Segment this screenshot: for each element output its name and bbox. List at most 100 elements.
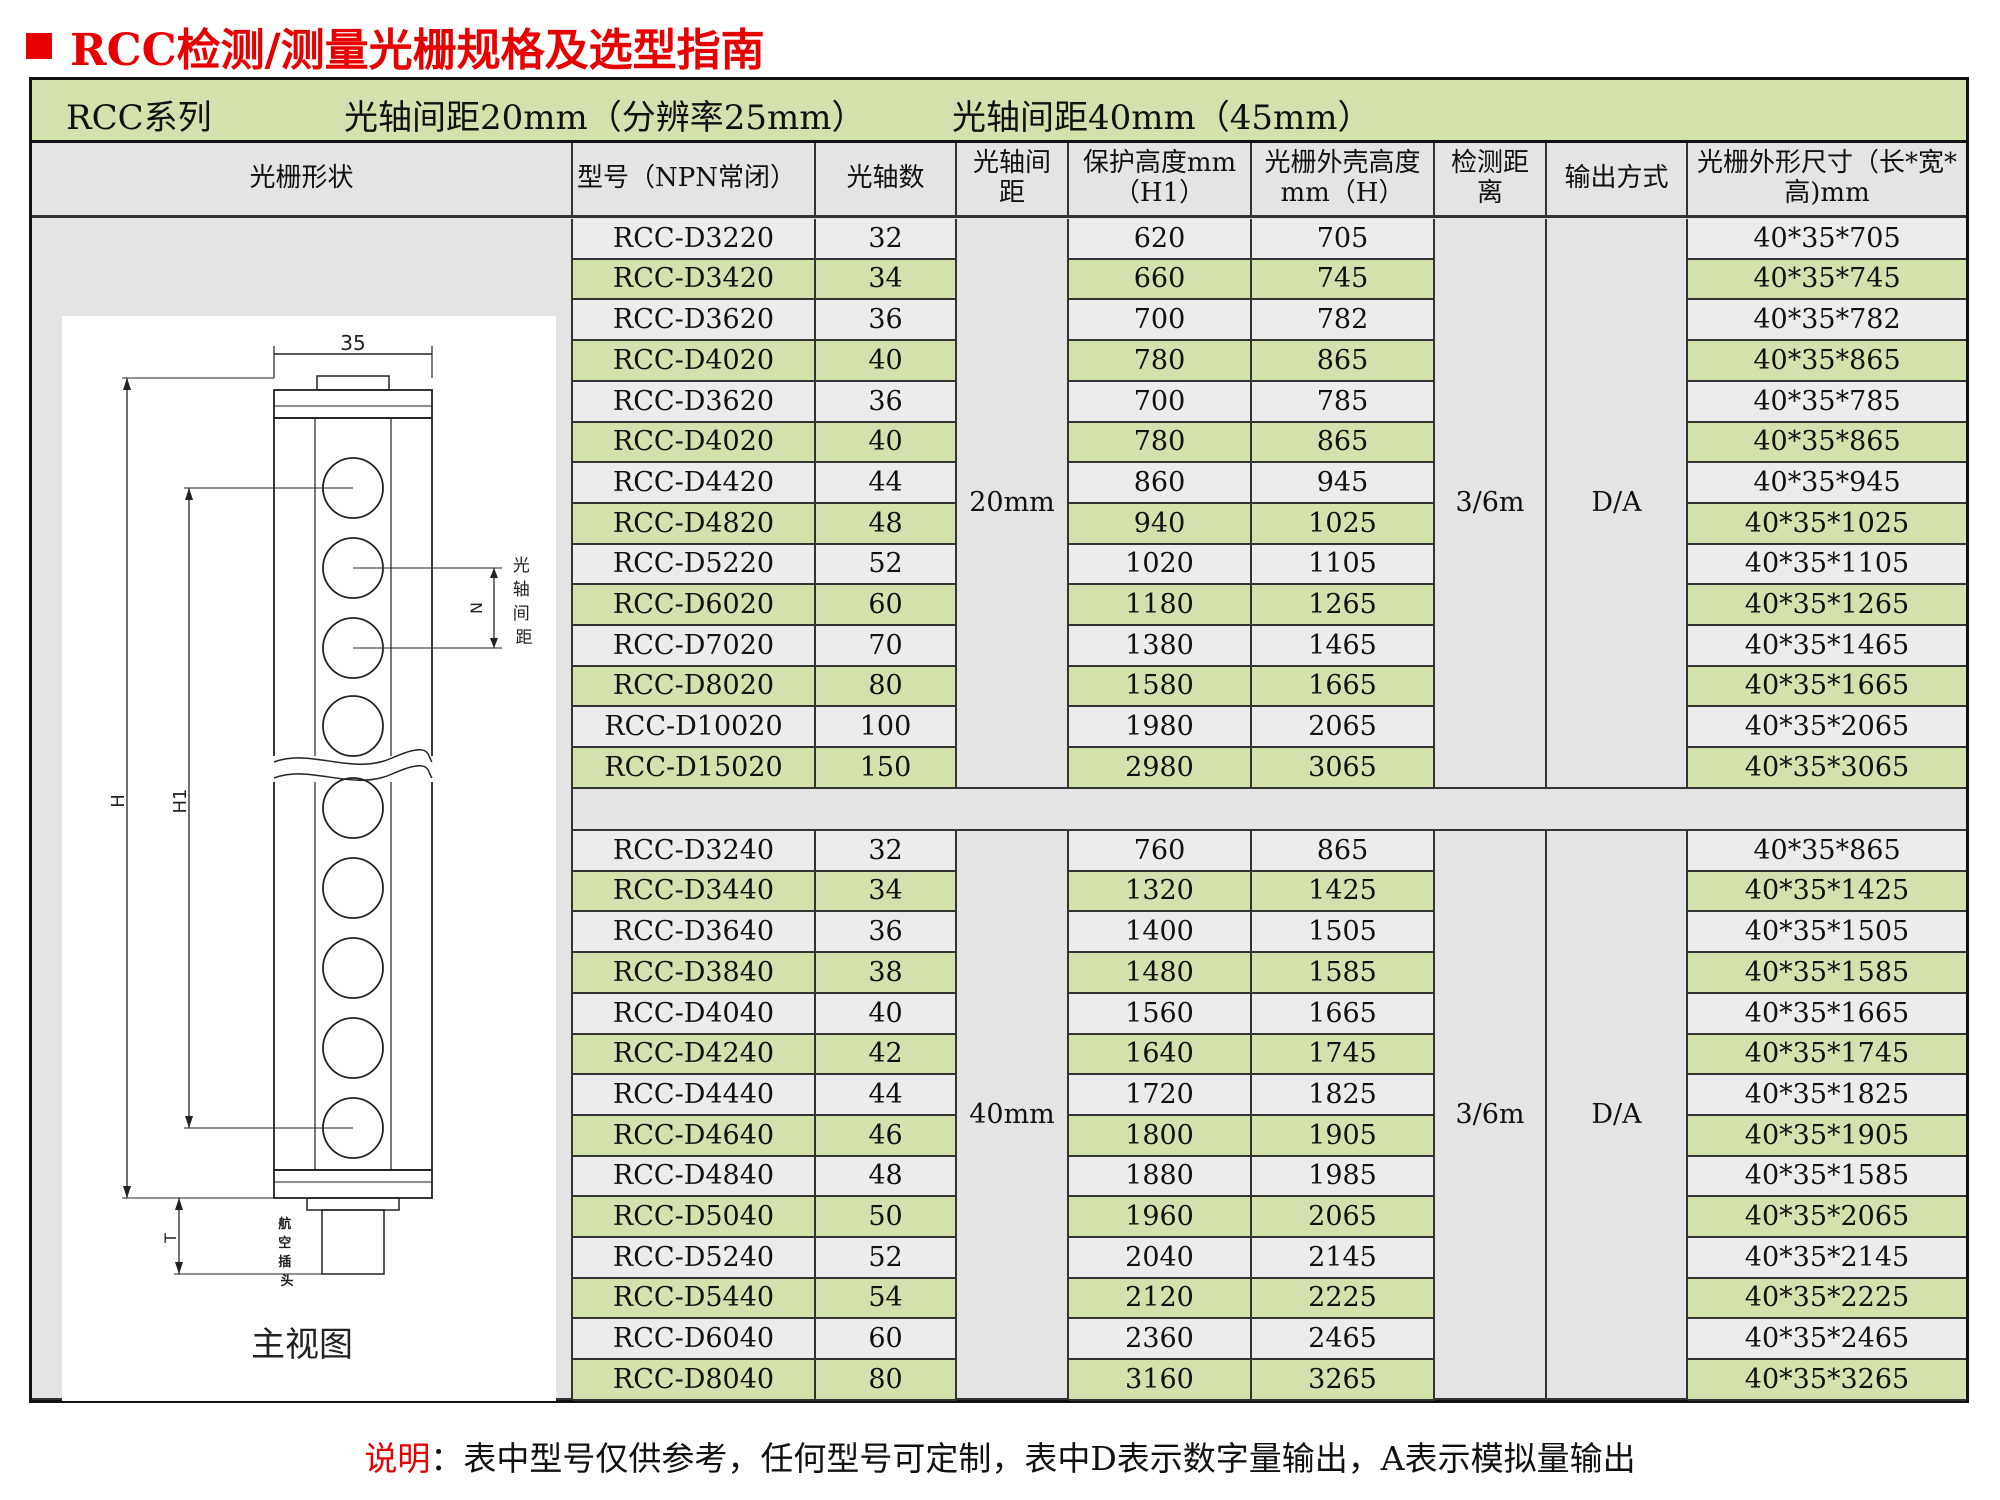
table-cell-dim: 40*35*2225: [1688, 1279, 1966, 1319]
table-cell-model: RCC-D7020: [573, 626, 816, 667]
table-cell-axes: 40: [816, 994, 957, 1035]
table-cell-dim: 40*35*2465: [1688, 1319, 1966, 1360]
table-cell-dim: 40*35*2065: [1688, 1197, 1966, 1238]
table-cell-h1: 1020: [1069, 545, 1252, 585]
table-cell-h: 1105: [1252, 545, 1435, 585]
table-cell-dim: 40*35*1585: [1688, 953, 1966, 994]
table-cell-model: RCC-D10020: [573, 707, 816, 748]
table-cell-dim: 40*35*1745: [1688, 1035, 1966, 1075]
table-cell-model: RCC-D3620: [573, 300, 816, 341]
table-cell-model: RCC-D3640: [573, 912, 816, 953]
table-cell-h1: 2120: [1069, 1279, 1252, 1319]
table-cell-axes: 38: [816, 953, 957, 994]
header-shape: 光栅形状: [32, 143, 573, 218]
table-cell-model: RCC-D4840: [573, 1157, 816, 1197]
table-cell-axes: 40: [816, 423, 957, 463]
table-cell-model: RCC-D5440: [573, 1279, 816, 1319]
table-cell-model: RCC-D4420: [573, 463, 816, 504]
table-cell-axes: 52: [816, 545, 957, 585]
table-cell-h1: 860: [1069, 463, 1252, 504]
header-dimension: 光栅外形尺寸（长*宽*高)mm: [1688, 143, 1966, 218]
merged-pitch-20: 20mm: [957, 219, 1069, 789]
table-cell-axes: 80: [816, 667, 957, 707]
table-cell-h1: 2040: [1069, 1238, 1252, 1279]
header-distance: 检测距离: [1435, 143, 1547, 218]
table-cell-h: 1025: [1252, 504, 1435, 545]
table-cell-h: 3065: [1252, 748, 1435, 789]
table-cell-axes: 150: [816, 748, 957, 789]
width-dimension-label: 35: [340, 331, 365, 355]
table-cell-dim: 40*35*782: [1688, 300, 1966, 341]
table-cell-dim: 40*35*3265: [1688, 1360, 1966, 1401]
table-cell-axes: 48: [816, 1157, 957, 1197]
table-cell-dim: 40*35*1265: [1688, 585, 1966, 626]
table-cell-dim: 40*35*1665: [1688, 994, 1966, 1035]
table-cell-h1: 1580: [1069, 667, 1252, 707]
table-cell-h1: 700: [1069, 382, 1252, 423]
table-cell-dim: 40*35*1905: [1688, 1116, 1966, 1157]
group-separator-row: [573, 789, 1966, 831]
series-banner: RCC系列 光轴间距20mm（分辨率25mm） 光轴间距40mm（45mm）: [32, 80, 1966, 143]
table-cell-axes: 46: [816, 1116, 957, 1157]
table-cell-h: 2065: [1252, 707, 1435, 748]
table-cell-axes: 50: [816, 1197, 957, 1238]
table-cell-h: 785: [1252, 382, 1435, 423]
header-axes: 光轴数: [816, 143, 957, 218]
table-cell-axes: 80: [816, 1360, 957, 1401]
table-cell-h1: 1400: [1069, 912, 1252, 953]
banner-spec-40: 光轴间距40mm（45mm）: [952, 98, 1372, 138]
merged-distance-20: 3/6m: [1435, 219, 1547, 789]
light-curtain-drawing: 35: [108, 331, 533, 1365]
table-cell-h: 2465: [1252, 1319, 1435, 1360]
table-cell-model: RCC-D5220: [573, 545, 816, 585]
table-cell-dim: 40*35*1425: [1688, 872, 1966, 912]
table-cell-axes: 60: [816, 585, 957, 626]
table-cell-model: RCC-D4640: [573, 1116, 816, 1157]
table-cell-h1: 1960: [1069, 1197, 1252, 1238]
table-cell-h: 1425: [1252, 872, 1435, 912]
table-cell-h: 1985: [1252, 1157, 1435, 1197]
header-model: 型号（NPN常闭）: [573, 143, 816, 218]
table-cell-dim: 40*35*865: [1688, 831, 1966, 872]
table-cell-dim: 40*35*2065: [1688, 707, 1966, 748]
table-cell-h: 2225: [1252, 1279, 1435, 1319]
table-cell-h1: 1720: [1069, 1075, 1252, 1116]
diagram-caption: 主视图: [251, 1325, 353, 1365]
table-cell-dim: 40*35*1025: [1688, 504, 1966, 545]
table-cell-dim: 40*35*865: [1688, 423, 1966, 463]
table-cell-model: RCC-D4040: [573, 994, 816, 1035]
table-cell-model: RCC-D8020: [573, 667, 816, 707]
table-cell-model: RCC-D6040: [573, 1319, 816, 1360]
spec-table: RCC系列 光轴间距20mm（分辨率25mm） 光轴间距40mm（45mm） 光…: [29, 77, 1969, 1403]
table-cell-h: 1585: [1252, 953, 1435, 994]
table-cell-h1: 660: [1069, 260, 1252, 300]
table-cell-h1: 700: [1069, 300, 1252, 341]
table-cell-axes: 34: [816, 260, 957, 300]
table-cell-h: 865: [1252, 831, 1435, 872]
table-cell-h1: 3160: [1069, 1360, 1252, 1401]
header-output: 输出方式: [1547, 143, 1688, 218]
table-cell-h: 1665: [1252, 667, 1435, 707]
banner-series: RCC系列: [66, 98, 212, 138]
plug-vertical-label: 航 空 插 头: [278, 1216, 296, 1289]
table-cell-axes: 60: [816, 1319, 957, 1360]
table-cell-h1: 1880: [1069, 1157, 1252, 1197]
table-cell-dim: 40*35*945: [1688, 463, 1966, 504]
table-cell-h: 1465: [1252, 626, 1435, 667]
table-cell-model: RCC-D4020: [573, 341, 816, 382]
header-protect-height: 保护高度mm（H1）: [1069, 143, 1252, 218]
table-cell-axes: 70: [816, 626, 957, 667]
table-cell-dim: 40*35*865: [1688, 341, 1966, 382]
h1-dimension-label: H1: [170, 789, 191, 814]
table-cell-h1: 1980: [1069, 707, 1252, 748]
table-cell-model: RCC-D3220: [573, 219, 816, 260]
table-cell-model: RCC-D3840: [573, 953, 816, 994]
merged-output-40: D/A: [1547, 831, 1688, 1400]
table-cell-axes: 54: [816, 1279, 957, 1319]
table-cell-h: 1745: [1252, 1035, 1435, 1075]
table-cell-axes: 32: [816, 219, 957, 260]
table-cell-h1: 940: [1069, 504, 1252, 545]
table-cell-h1: 1560: [1069, 994, 1252, 1035]
table-cell-axes: 42: [816, 1035, 957, 1075]
table-cell-h: 865: [1252, 423, 1435, 463]
